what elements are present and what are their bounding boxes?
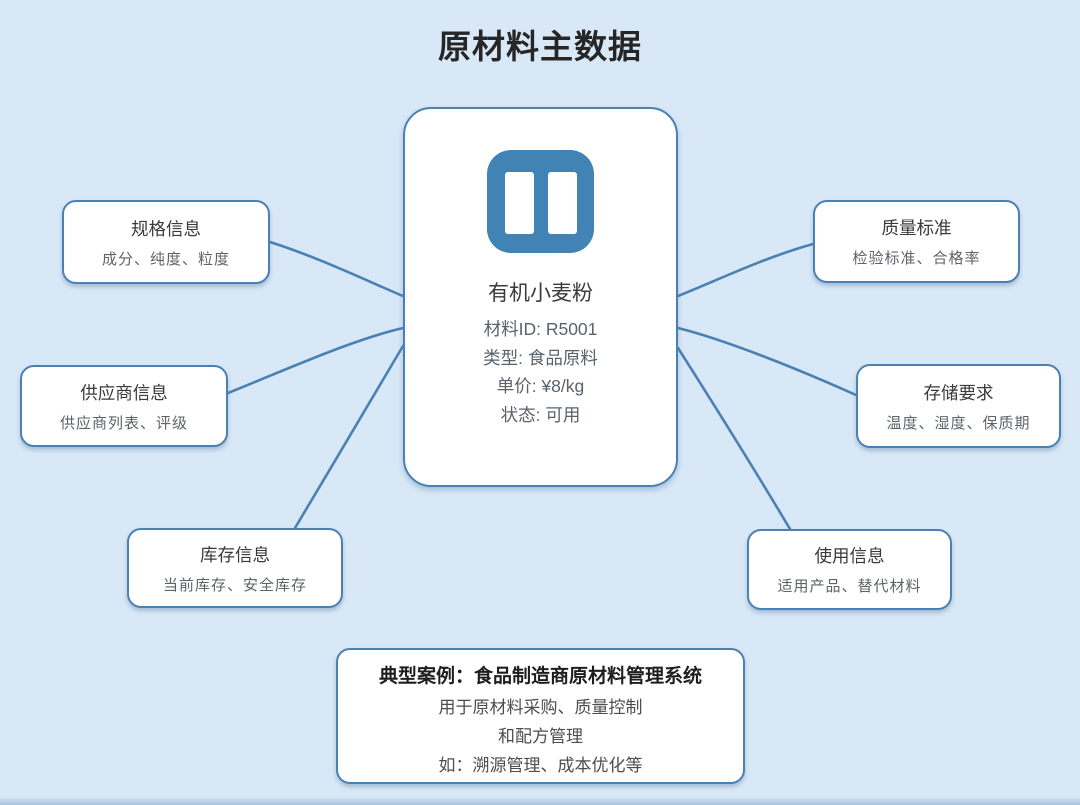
connector-quality: [676, 242, 815, 298]
material-price: 单价: ¥8/kg: [496, 376, 585, 396]
typical-case-box: 典型案例：食品制造商原材料管理系统 用于原材料采购、质量控制 和配方管理 如：溯…: [336, 648, 745, 784]
case-description: 用于原材料采购、质量控制 和配方管理 如：溯源管理、成本优化等: [338, 693, 743, 780]
connector-inventory: [293, 344, 405, 530]
node-subtitle: 供应商列表、评级: [59, 414, 188, 432]
node-title: 库存信息: [200, 544, 270, 565]
material-details: 材料ID: R5001 类型: 食品原料 单价: ¥8/kg 状态: 可用: [483, 315, 598, 429]
node-usage-info[interactable]: 使用信息 适用产品、替代材料: [747, 529, 952, 610]
case-line: 和配方管理: [498, 727, 583, 746]
node-title: 供应商信息: [80, 382, 168, 403]
node-subtitle: 检验标准、合格率: [852, 250, 981, 267]
node-subtitle: 当前库存、安全库存: [162, 576, 307, 594]
node-subtitle: 成分、纯度、粒度: [101, 250, 230, 268]
page-title: 原材料主数据: [438, 28, 642, 65]
connector-spec: [268, 240, 405, 298]
material-type: 类型: 食品原料: [483, 347, 598, 368]
node-subtitle: 适用产品、替代材料: [777, 578, 922, 595]
node-subtitle: 温度、湿度、保质期: [886, 414, 1031, 432]
node-storage-requirement[interactable]: 存储要求 温度、湿度、保质期: [856, 364, 1061, 448]
icon-bar-left: [505, 172, 534, 234]
connector-storage: [676, 326, 858, 397]
node-title: 质量标准: [881, 218, 952, 238]
center-node-material[interactable]: 有机小麦粉 材料ID: R5001 类型: 食品原料 单价: ¥8/kg 状态:…: [403, 107, 678, 487]
material-name: 有机小麦粉: [488, 282, 593, 305]
connector-usage: [676, 346, 792, 531]
node-title: 存储要求: [923, 382, 994, 403]
case-line: 用于原材料采购、质量控制: [438, 698, 643, 717]
node-title: 规格信息: [131, 218, 201, 239]
material-status: 状态: 可用: [500, 404, 581, 425]
window-bottom-edge: [0, 798, 1080, 805]
node-spec-info[interactable]: 规格信息 成分、纯度、粒度: [62, 200, 270, 284]
node-title: 使用信息: [814, 546, 885, 566]
node-inventory-info[interactable]: 库存信息 当前库存、安全库存: [127, 528, 343, 608]
material-id: 材料ID: R5001: [483, 319, 598, 339]
case-title: 典型案例：食品制造商原材料管理系统: [378, 666, 702, 687]
node-quality-standard[interactable]: 质量标准 检验标准、合格率: [813, 200, 1020, 283]
node-supplier-info[interactable]: 供应商信息 供应商列表、评级: [20, 365, 228, 447]
columns-icon: [487, 150, 594, 253]
icon-bar-right: [548, 172, 577, 234]
case-line: 如：溯源管理、成本优化等: [438, 756, 643, 775]
connector-supplier: [226, 326, 405, 395]
